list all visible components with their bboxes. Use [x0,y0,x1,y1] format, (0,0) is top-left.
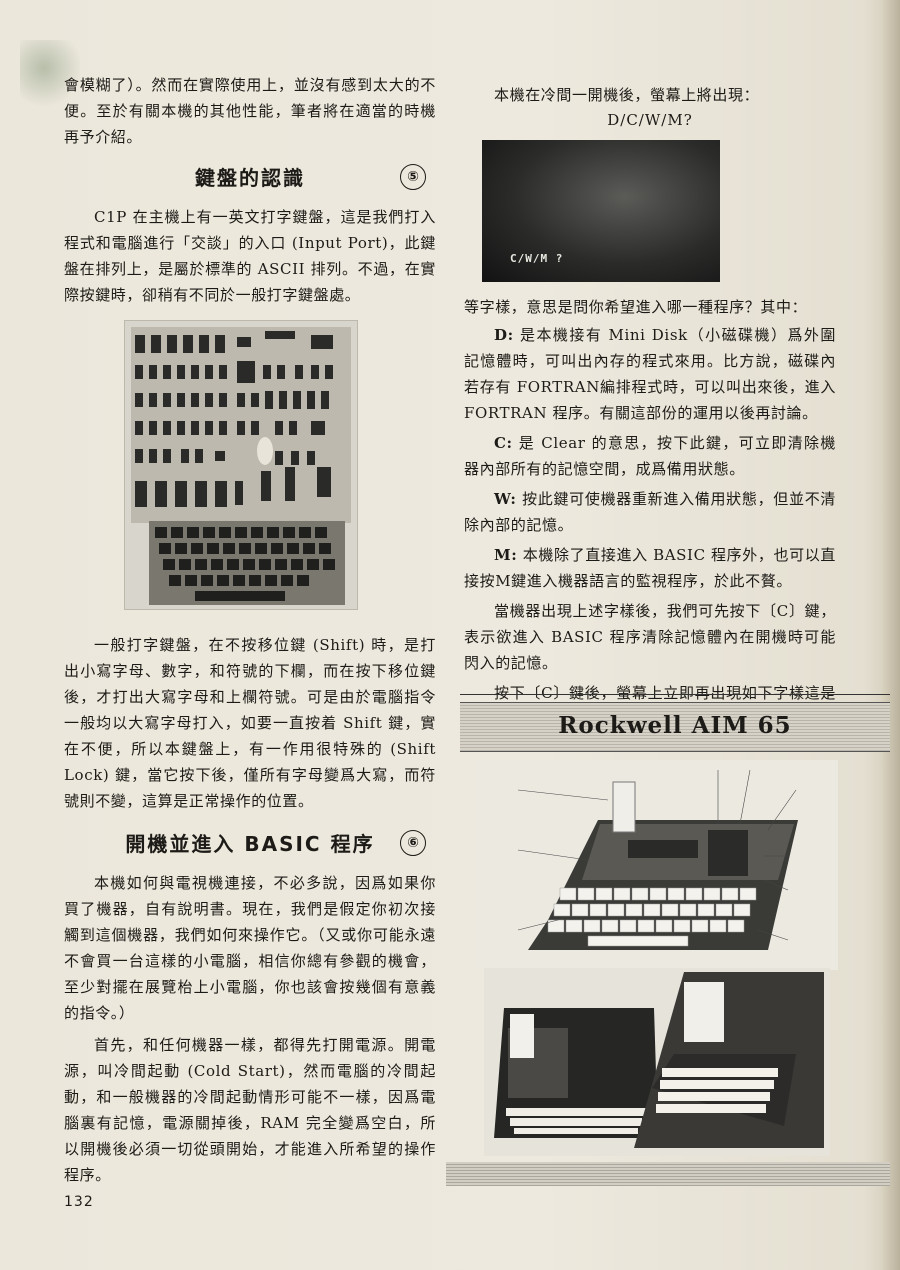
aim65-labeled-photo [478,760,838,970]
option-key: W: [494,490,517,508]
option-key: D: [494,326,514,344]
left-column: 會模糊了）。然而在實際使用上，並沒有感到太大的不便。至於有關本機的其他性能，筆者… [64,72,436,1188]
c-key-paragraph: 當機器出現上述字樣後，我們可先按下〔C〕鍵，表示欲進入 BASIC 程序清除記憶… [464,602,836,672]
screen-prompt-text: C/W/M ? [510,252,564,265]
prompt-line: D/C/W/M? [607,111,693,129]
option-key: C: [494,434,513,452]
banner-title: Rockwell AIM 65 [558,712,792,739]
keyboard-paragraph-1: C1P 在主機上有一英文打字鍵盤，這是我們打入程式和電腦進行「交談」的入口 (I… [64,208,436,304]
stain-mark [20,40,80,110]
page-spine-shadow [882,0,900,1270]
heading-text: 開機並進入 BASIC 程序 [125,832,375,856]
section-heading-keyboard: 鍵盤的認識 ⑤ [64,160,436,196]
option-w: W: 按此鍵可使機器重新進入備用狀態，但並不清除內部的記憶。 [464,486,836,538]
divider-line [460,694,890,695]
option-d: D: 是本機接有 Mini Disk（小磁碟機）爲外圍記憶體時，可叫出內存的程式… [464,322,836,426]
tv-screen-photo: C/W/M ? [482,140,720,282]
option-text: 本機除了直接進入 BASIC 程序外，也可以直接按M鍵進入機器語言的監視程序，於… [464,546,836,590]
decorative-band [446,1162,890,1186]
option-text: 是 Clear 的意思，按下此鍵，可立即清除機器內部所有的記憶空間，成爲備用狀態… [464,434,836,478]
section-heading-basic: 開機並進入 BASIC 程序 ⑥ [64,826,436,862]
option-c: C: 是 Clear 的意思，按下此鍵，可立即清除機器內部所有的記憶空間，成爲備… [464,430,836,482]
option-text: 是本機接有 Mini Disk（小磁碟機）爲外圍記憶體時，可叫出內存的程式來用。… [464,326,836,422]
option-m: M: 本機除了直接進入 BASIC 程序外，也可以直接按M鍵進入機器語言的監視程… [464,542,836,594]
right-column: 本機在冷間一開機後，螢幕上將出現： D/C/W/M? C/W/M ? 等字樣，意… [464,82,836,732]
heading-text: 鍵盤的認識 [195,166,305,190]
aim65-product-photos [484,968,830,1156]
section-number: ⑤ [400,164,426,190]
basic-paragraph-2: 首先，和任何機器一樣，都得先打開電源。開電源，叫冷間起動 (Cold Start… [64,1036,436,1184]
keyboard-paragraph-2: 一般打字鍵盤，在不按移位鍵 (Shift) 時，是打出小寫字母、數字，和符號的下… [64,636,436,810]
c1p-board-photo [124,320,358,610]
page-number: 132 [64,1194,94,1210]
basic-paragraph-1: 本機如何與電視機連接，不必多說，因爲如果你買了機器，自有說明書。現在，我們是假定… [64,874,436,1022]
options-paragraph: 等字樣，意思是問你希望進入哪一種程序？其中： [464,298,808,316]
section-number: ⑥ [400,830,426,856]
option-text: 按此鍵可使機器重新進入備用狀態，但並不清除內部的記憶。 [464,490,836,534]
option-key: M: [494,546,518,564]
start-paragraph: 本機在冷間一開機後，螢幕上將出現： [494,86,760,104]
advert-banner: Rockwell AIM 65 [460,702,890,752]
intro-paragraph: 會模糊了）。然而在實際使用上，並沒有感到太大的不便。至於有關本機的其他性能，筆者… [64,76,436,146]
